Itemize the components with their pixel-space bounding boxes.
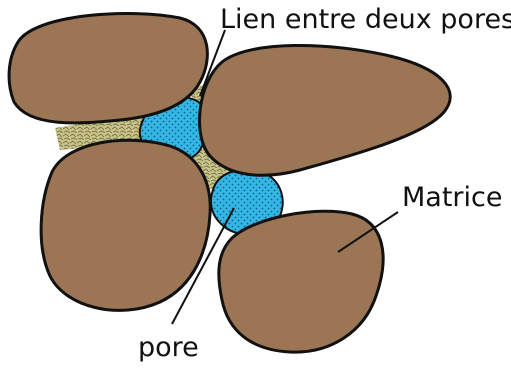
- grain-bottom-right: [219, 211, 383, 352]
- label-pore: pore: [138, 332, 199, 363]
- label-matrix: Matrice: [402, 182, 503, 213]
- label-link: Lien entre deux pores: [220, 4, 511, 35]
- grain-top-right: [200, 45, 451, 175]
- grain-bottom-left: [41, 140, 210, 310]
